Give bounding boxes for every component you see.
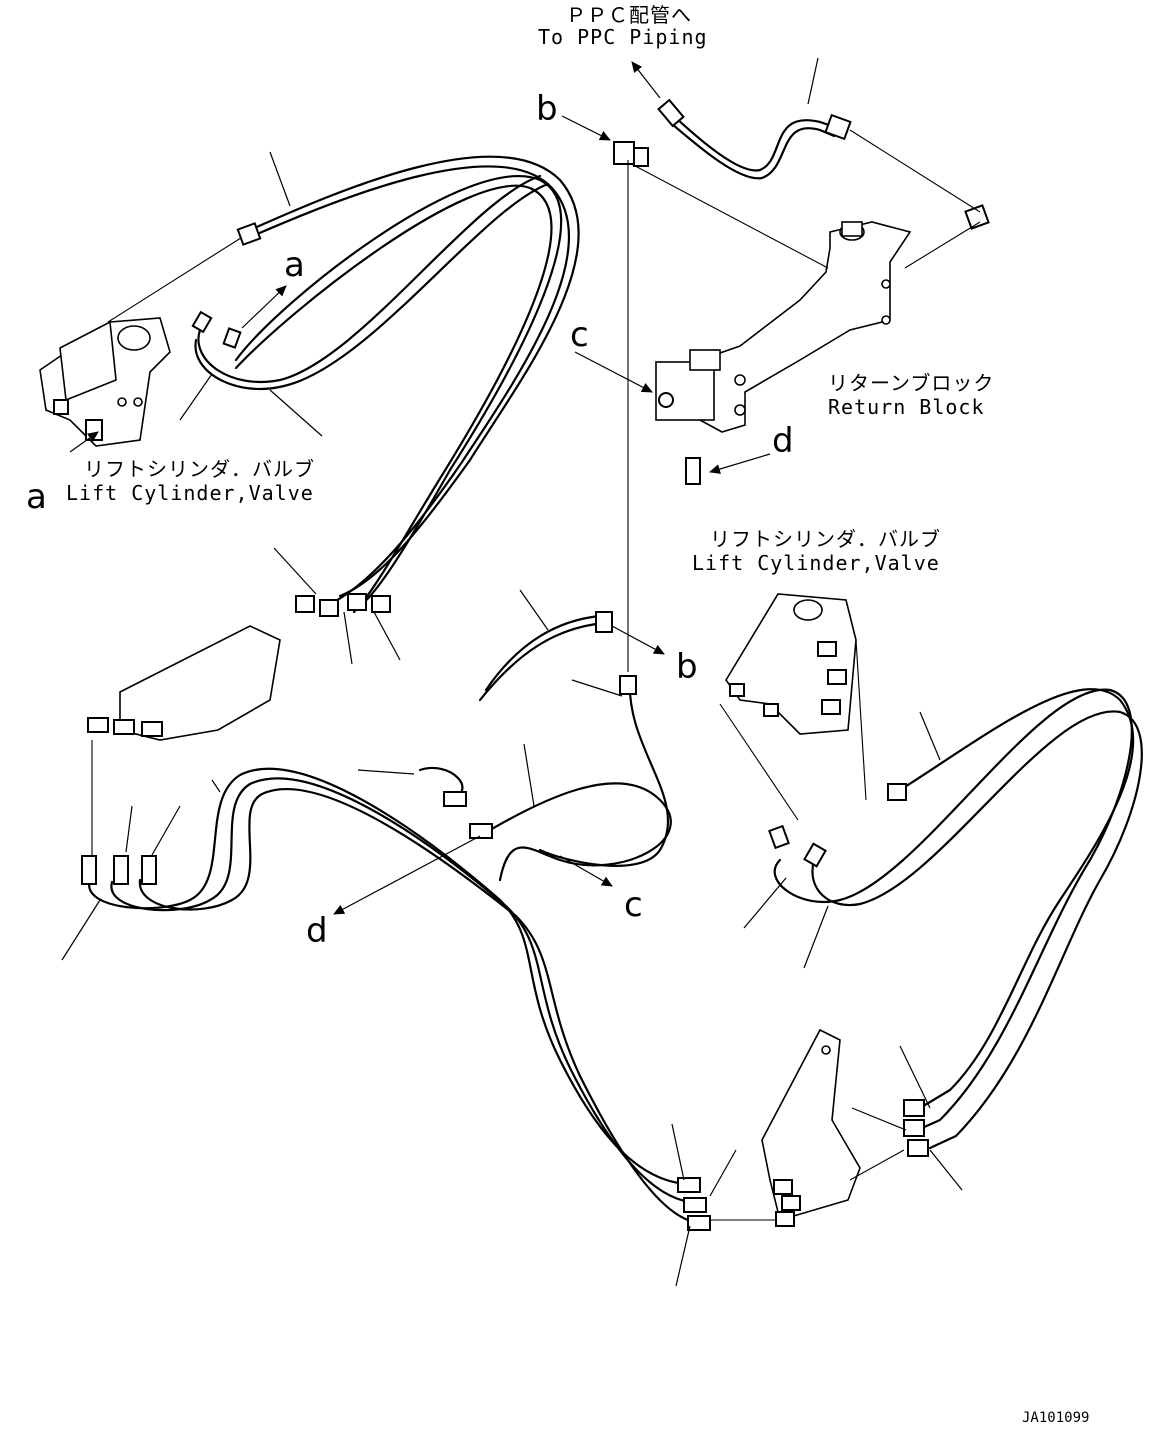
return-block-label-jp: リターンブロック (828, 371, 994, 395)
lower-hose-bundle (81, 589, 776, 1287)
left-lift-valve (39, 235, 245, 447)
callout-c-mid: c (624, 885, 643, 925)
ppc-label-en: To PPC Piping (538, 25, 708, 49)
callout-c-top: c (570, 315, 589, 355)
right-hose-bundle (743, 688, 1143, 1191)
callout-b-top: b (536, 89, 558, 129)
callout-a-top: a (284, 245, 305, 285)
return-block-label-en: Return Block (828, 395, 985, 419)
return-block-bracket (613, 129, 990, 485)
callout-d-top: d (772, 421, 794, 461)
lift-valve-left-label-en: Lift Cylinder,Valve (66, 481, 314, 505)
callout-b-mid: b (676, 647, 698, 687)
lift-valve-right-label-jp: リフトシリンダ．バルブ (710, 527, 941, 551)
drawing-code: JA101099 (1022, 1410, 1089, 1426)
ppc-label-jp: ＰＰＣ配管へ (566, 3, 692, 27)
center-left-bracket (61, 625, 281, 961)
lower-right-bracket (761, 1028, 905, 1227)
right-lift-valve (719, 593, 867, 821)
upper-hose-bundle (69, 151, 580, 665)
callout-a-left: a (26, 477, 47, 517)
callout-d-mid: d (306, 911, 328, 951)
ppc-hose (631, 57, 852, 180)
lift-valve-left-label-jp: リフトシリンダ．バルブ (84, 457, 315, 481)
lift-valve-right-label-en: Lift Cylinder,Valve (692, 551, 940, 575)
